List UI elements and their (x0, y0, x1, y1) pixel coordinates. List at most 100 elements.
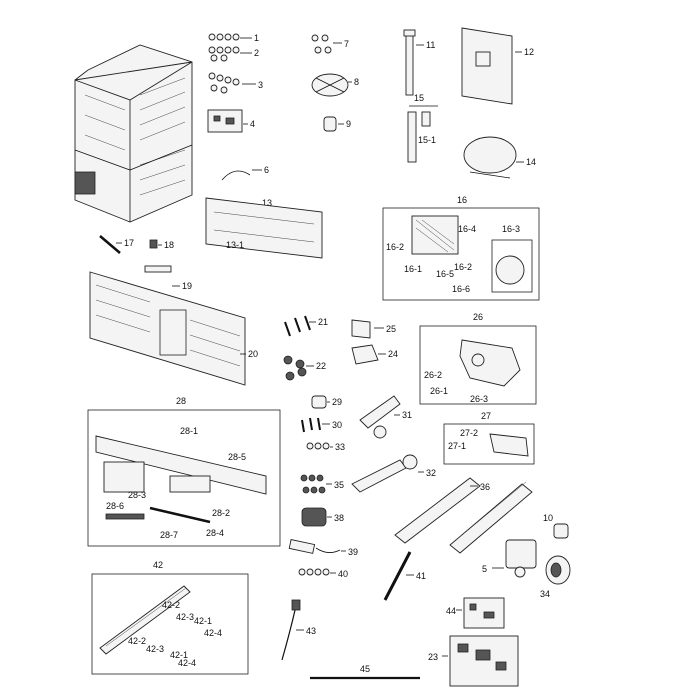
tube-45: 45 (310, 664, 420, 680)
label-28-7: 28-7 (160, 530, 178, 540)
cover-plate-12: 12 (461, 27, 534, 105)
label-16-1: 16-1 (404, 264, 422, 274)
label-40: 40 (338, 569, 348, 579)
label-28-2: 28-2 (212, 508, 230, 518)
label-2: 2 (254, 48, 259, 58)
label-35: 35 (334, 480, 344, 490)
label-28: 28 (176, 396, 186, 406)
label-17: 17 (124, 238, 134, 248)
sensor-39: 39 (288, 539, 358, 557)
label-29: 29 (332, 397, 342, 407)
label-26: 26 (473, 312, 483, 322)
label-38: 38 (334, 513, 344, 523)
label-24: 24 (388, 349, 398, 359)
label-14: 14 (526, 157, 536, 167)
hinge-group-27: 27 27-2 27-1 (443, 411, 535, 465)
label-27: 27 (481, 411, 491, 421)
label-42-4a: 42-4 (204, 628, 222, 638)
label-13-1: 13-1 (226, 240, 244, 250)
label-1: 1 (254, 33, 259, 43)
label-42-4b: 42-4 (178, 658, 196, 668)
screw-set-1: 1 (208, 33, 259, 43)
label-27-1: 27-1 (448, 441, 466, 451)
label-16-6: 16-6 (452, 284, 470, 294)
label-32: 32 (426, 468, 436, 478)
clip-18: 18 (149, 239, 174, 250)
label-26-2: 26-2 (424, 370, 442, 380)
label-42-2b: 42-2 (128, 636, 146, 646)
screw-set-40: 40 (298, 568, 348, 579)
rail-group-42: 42 42-2 42-3 42-1 42-4 42-2 42-3 42-1 42… (91, 560, 249, 675)
panel-20: 20 (89, 271, 258, 386)
label-12: 12 (524, 47, 534, 57)
label-20: 20 (248, 349, 258, 359)
screw-set-33: 33 (306, 442, 345, 452)
label-42-1b: 42-1 (170, 650, 188, 660)
compressor-14: 14 (463, 136, 536, 179)
pin-19: 19 (144, 265, 192, 291)
label-9: 9 (346, 119, 351, 129)
label-30: 30 (332, 420, 342, 430)
label-6: 6 (264, 165, 269, 175)
label-34: 34 (540, 589, 550, 599)
screw-set-30: 30 (301, 417, 342, 433)
label-27-2: 27-2 (460, 428, 478, 438)
label-42-3b: 42-3 (146, 644, 164, 654)
label-16-2a: 16-2 (386, 242, 404, 252)
label-23: 23 (428, 652, 438, 662)
wire-43: 43 (281, 599, 316, 661)
label-18: 18 (164, 240, 174, 250)
pcb-23: 23 (428, 635, 519, 687)
label-31: 31 (402, 410, 412, 420)
hinge-32: 32 (351, 454, 436, 493)
label-28-3: 28-3 (128, 490, 146, 500)
label-5: 5 (482, 564, 487, 574)
screw-set-7: 7 (311, 34, 349, 54)
label-3: 3 (258, 80, 263, 90)
label-42: 42 (153, 560, 163, 570)
label-4: 4 (250, 119, 255, 129)
label-43: 43 (306, 626, 316, 636)
label-25: 25 (386, 324, 396, 334)
label-22: 22 (316, 361, 326, 371)
pcb-4: 4 (207, 109, 255, 133)
sensor-15: 15 15-1 (407, 93, 438, 163)
evaporator-group-16: 16 16-2 16-1 16-4 16-5 16-2 16-3 16-6 (382, 195, 540, 301)
label-16: 16 (457, 195, 467, 205)
water-valve-5: 5 (482, 539, 537, 578)
label-45: 45 (360, 664, 370, 674)
label-39: 39 (348, 547, 358, 557)
label-28-4: 28-4 (206, 528, 224, 538)
label-16-3: 16-3 (502, 224, 520, 234)
screw-set-21: 21 (284, 315, 328, 337)
hinge-31: 31 (359, 395, 412, 439)
wire-6: 6 (221, 165, 269, 181)
bracket-25: 25 (351, 319, 396, 339)
cap-9: 9 (323, 116, 351, 132)
label-15: 15 (414, 93, 424, 103)
label-33: 33 (335, 442, 345, 452)
label-16-4: 16-4 (458, 224, 476, 234)
pcb-44: 44 (446, 597, 505, 629)
cabinet-assembly (74, 44, 193, 223)
label-36: 36 (480, 482, 490, 492)
label-44: 44 (446, 606, 456, 616)
rail-36: 36 (394, 477, 533, 554)
label-10: 10 (543, 513, 553, 523)
label-21: 21 (318, 317, 328, 327)
stick-41: 41 (383, 551, 426, 601)
label-19: 19 (182, 281, 192, 291)
screw-set-35: 35 (300, 474, 344, 494)
label-8: 8 (354, 77, 359, 87)
label-28-1: 28-1 (180, 426, 198, 436)
label-13: 13 (262, 198, 272, 208)
label-16-2b: 16-2 (454, 262, 472, 272)
label-28-5: 28-5 (228, 452, 246, 462)
label-26-1: 26-1 (430, 386, 448, 396)
screw-set-22: 22 (283, 355, 326, 381)
rod-17: 17 (99, 235, 134, 254)
label-42-2a: 42-2 (162, 600, 180, 610)
label-11: 11 (426, 40, 435, 50)
label-28-6: 28-6 (106, 501, 124, 511)
